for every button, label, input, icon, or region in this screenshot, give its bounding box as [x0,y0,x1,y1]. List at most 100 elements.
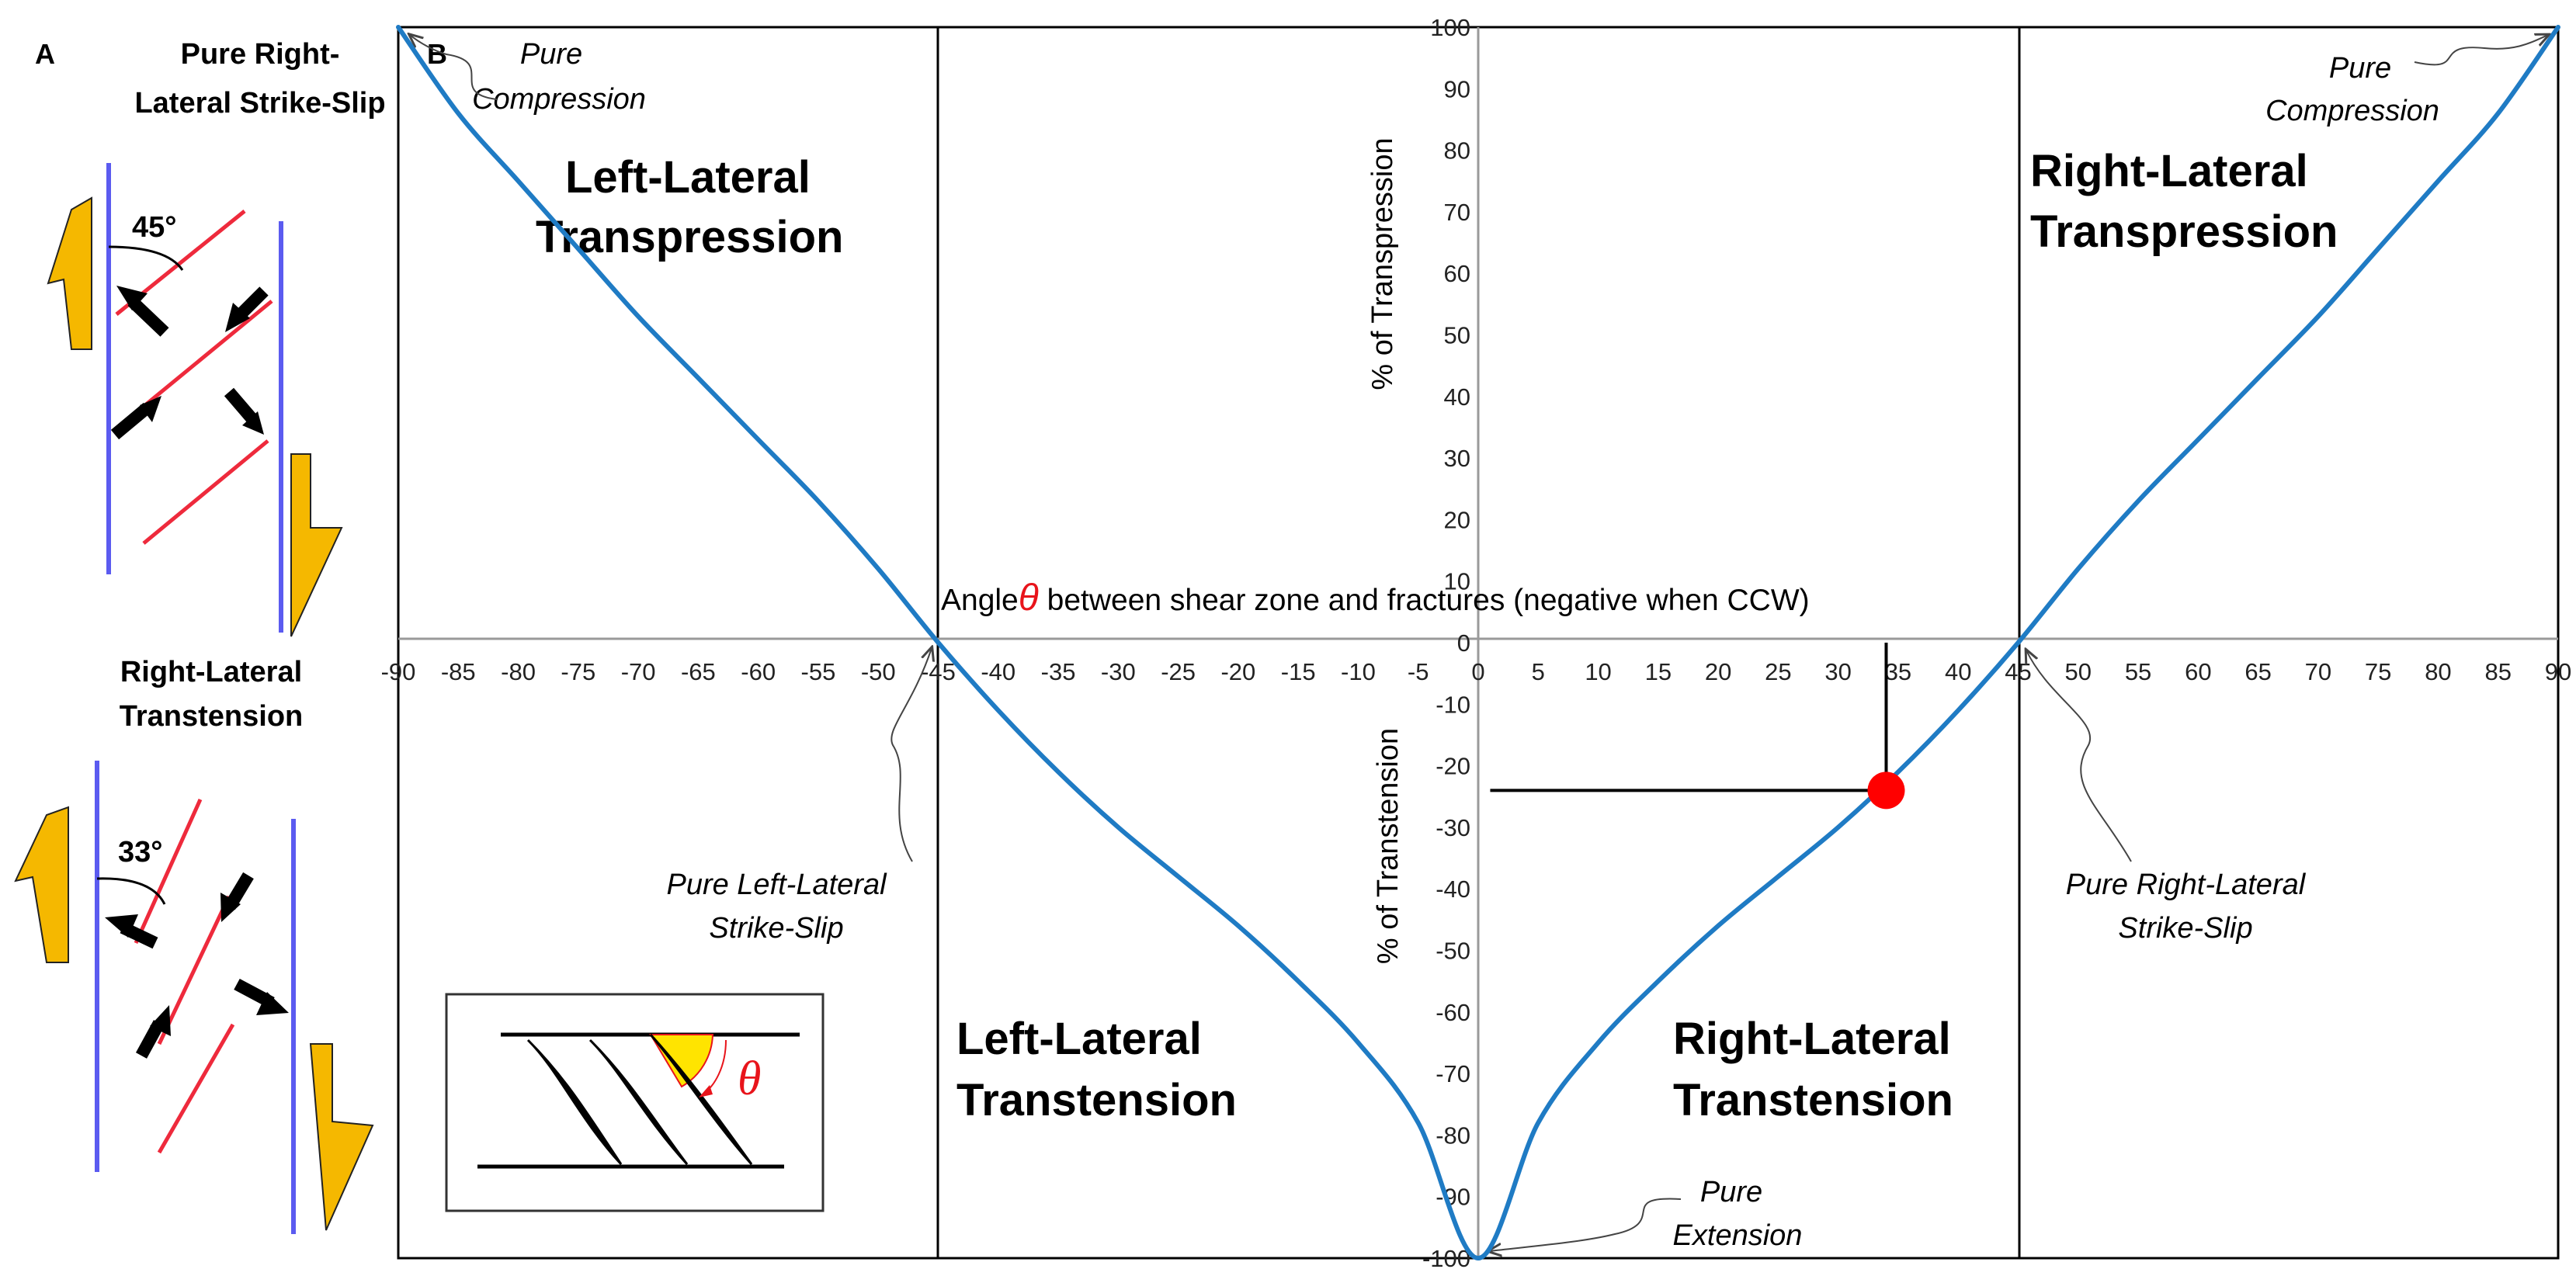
data-point [1476,1256,1481,1260]
y-label-transtension: % of Transtension [1372,728,1404,964]
y-tick-label: 70 [1444,199,1470,226]
x-title-prefix: Angle [941,584,1019,617]
panel-a-bottom-title-line1: Right-Lateral [120,656,302,688]
y-tick-label: -60 [1436,999,1470,1026]
x-tick-label: 45 [2005,658,2031,685]
x-tick-label: 60 [2185,658,2211,685]
annotation-pure-ll-strike-slip: Pure Left-Lateral Strike-Slip [666,648,932,945]
angle-arc [96,877,166,905]
fracture-line [142,439,269,545]
inset-frame [445,993,825,1212]
fracture-line [157,895,231,1045]
x-tick-label: 40 [1945,658,1971,685]
y-tick-label: -30 [1436,814,1470,841]
rl-transpression-line1: Right-Lateral [2030,146,2308,196]
x-tick-label: -55 [801,658,836,685]
data-point [2016,640,2021,645]
x-axis-title: Angleθ between shear zone and fractures … [941,577,1810,619]
data-point [1356,1040,1360,1045]
x-tick-label: 10 [1585,658,1611,685]
data-point [1056,770,1061,775]
pure-strike-slip-diagram: 45° [47,163,343,637]
data-point [636,314,641,319]
data-point [1536,1121,1540,1125]
block-arrow-up-icon [47,196,92,350]
data-point [1176,874,1181,879]
x-title-suffix: between shear zone and fractures (negati… [1039,584,1810,617]
data-point [1956,708,1960,713]
x-tick-label: 65 [2244,658,2271,685]
x-title-theta: θ [1019,577,1039,619]
ll-transpression-line1: Left-Lateral [565,152,811,203]
panel-a-top-title-line2: Lateral Strike-Slip [134,87,385,120]
x-tick-label: 70 [2305,658,2331,685]
x-tick-label: 80 [2425,658,2451,685]
ll-transtension-line2: Transtension [956,1075,1237,1125]
stress-arrow-icon [116,286,169,337]
data-point [2196,437,2200,442]
x-tick-label: -60 [741,658,776,685]
angle-arc [108,245,184,271]
annotation-pure-compression-right: Pure Compression [2265,35,2548,127]
rl-transtension-line2: Transtension [1673,1075,1953,1125]
data-point [816,499,821,504]
data-point [2256,376,2261,380]
x-tick-label: 35 [1885,658,1911,685]
block-arrow-down-icon [309,1043,374,1231]
y-tick-label: -80 [1436,1122,1470,1149]
inset-fracture [588,1038,689,1166]
svg-text:Pure: Pure [520,38,582,71]
data-point [2076,567,2081,571]
data-point [936,640,941,645]
x-tick-label: -10 [1341,658,1376,685]
y-tick-label: 60 [1444,260,1470,287]
inset-fracture [526,1038,623,1166]
x-tick-label: -80 [501,658,536,685]
data-curve [396,25,2560,1260]
highlight-marker [1867,771,1905,810]
stress-arrow-icon [135,1005,171,1059]
data-point [576,246,581,251]
data-point [1416,1121,1421,1125]
annotation-pure-rl-strike-slip: Pure Right-Lateral Strike-Slip [2026,650,2307,945]
data-point [1716,924,1720,928]
data-point [756,437,761,442]
angle-label-33: 33° [118,836,162,869]
data-point [2496,111,2501,116]
panel-a: A Pure Right- Lateral Strike-Slip 45° [14,38,386,1234]
block-arrow-down-icon [290,453,343,637]
y-tick-label: 0 [1457,629,1470,657]
data-point [1116,825,1120,830]
y-tick-label: 100 [1430,14,1470,41]
x-tick-label: 0 [1471,658,1484,685]
y-tick-label: -50 [1436,938,1470,965]
x-tick-label: -20 [1220,658,1255,685]
ll-transtension-line1: Left-Lateral [956,1014,1202,1064]
x-tick-label: 15 [1645,658,1672,685]
x-tick-label: 90 [2545,658,2571,685]
inset-diagram: θ [445,993,825,1212]
svg-text:Extension: Extension [1673,1219,1803,1252]
data-point [2316,314,2321,319]
data-point [1836,825,1841,830]
inset-angle-arrowhead-icon [699,1085,713,1097]
stress-arrow-icon [234,978,289,1015]
data-point [696,376,700,380]
y-tick-label: 40 [1444,383,1470,411]
rl-transtension-line1: Right-Lateral [1673,1014,1951,1064]
inset-fracture [649,1033,753,1165]
panel-a-letter: A [35,38,55,70]
fracture-line [127,300,273,421]
stress-arrow-icon [110,396,161,440]
rl-transpression-line2: Transpression [2030,206,2338,257]
svg-text:Strike-Slip: Strike-Slip [709,912,843,945]
block-arrow-up-icon [14,806,69,963]
x-tick-label: -35 [1041,658,1076,685]
x-tick-label: -50 [861,658,896,685]
svg-text:Compression: Compression [2265,95,2439,127]
data-point [2556,25,2560,29]
svg-text:Pure: Pure [1700,1176,1762,1208]
y-tick-labels: 1009080706050403020100-10-20-30-40-50-60… [1422,14,1470,1272]
data-point [1596,1040,1601,1045]
